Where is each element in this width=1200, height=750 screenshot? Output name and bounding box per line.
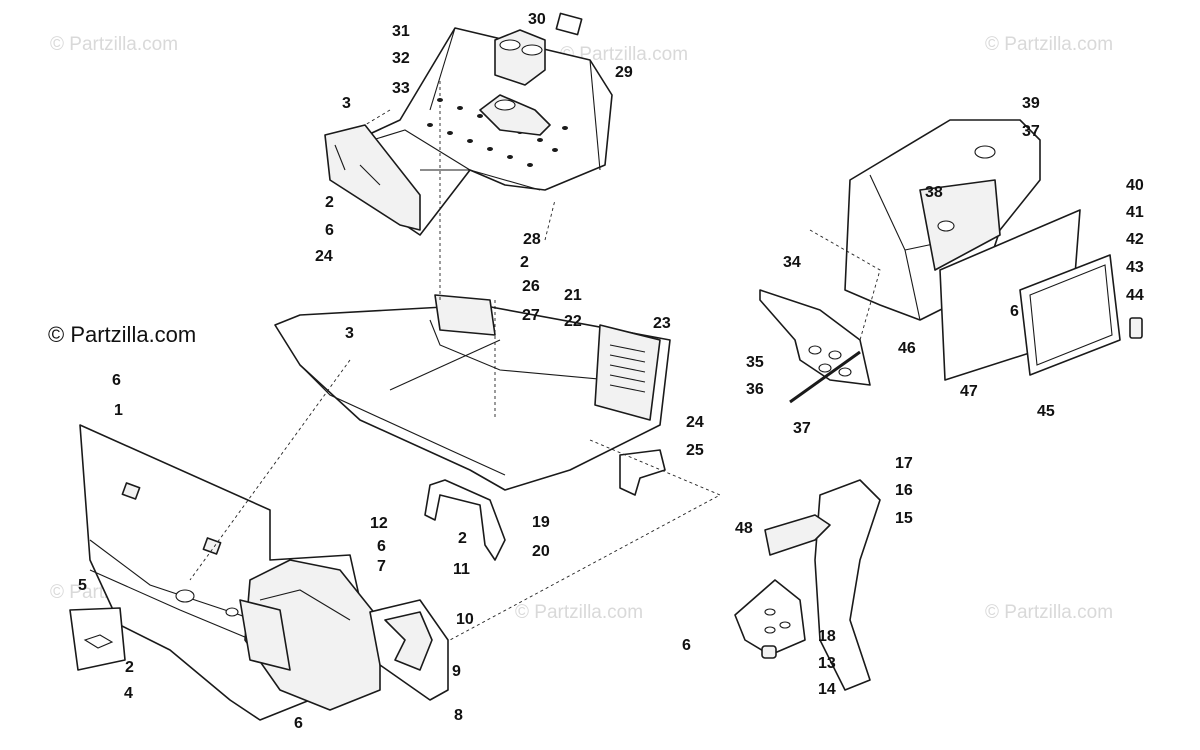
callout-41: 41 (1126, 204, 1144, 221)
callout-18: 18 (818, 628, 836, 645)
callout-7: 7 (377, 558, 386, 575)
plate-4-part (69, 607, 126, 671)
callout-33: 33 (392, 80, 410, 97)
callout-labels: 1 2 2 2 2 3 3 4 5 6 6 6 6 6 6 7 8 9 10 1… (78, 11, 1144, 732)
callout-44: 44 (1126, 287, 1144, 304)
callout-23: 23 (653, 315, 671, 332)
callout-4: 4 (124, 685, 133, 702)
leader-lines (189, 80, 881, 641)
callout-47: 47 (960, 383, 978, 400)
callout-16: 16 (895, 482, 913, 499)
watermark-top-right: © Partzilla.com (985, 34, 1113, 55)
callout-22: 22 (564, 313, 582, 330)
callout-45: 45 (1037, 403, 1055, 420)
callout-39: 39 (1022, 95, 1040, 112)
callout-6: 6 (294, 715, 303, 732)
callout-8: 8 (454, 707, 463, 724)
watermark-bottom-center: © Partzilla.com (515, 602, 643, 623)
callout-15: 15 (895, 510, 913, 527)
callout-30: 30 (528, 11, 546, 28)
callout-46: 46 (898, 340, 916, 357)
callout-12: 12 (370, 515, 388, 532)
callout-3: 3 (342, 95, 351, 112)
callout-35: 35 (746, 354, 764, 371)
callout-6: 6 (682, 637, 691, 654)
callout-9: 9 (452, 663, 461, 680)
bracket-19-part (424, 479, 506, 561)
callout-42: 42 (1126, 231, 1144, 248)
callout-3: 3 (345, 325, 354, 342)
callout-27: 27 (522, 307, 540, 324)
latch-44-part (1129, 317, 1143, 339)
callout-32: 32 (392, 50, 410, 67)
callout-24: 24 (315, 248, 333, 265)
callout-5: 5 (78, 577, 87, 594)
callout-14: 14 (818, 681, 836, 698)
mudflap-part (814, 479, 881, 691)
callout-36: 36 (746, 381, 764, 398)
callout-26: 26 (522, 278, 540, 295)
callout-31: 31 (392, 23, 410, 40)
callout-20: 20 (532, 543, 550, 560)
watermark-main: © Partzilla.com (48, 322, 196, 347)
callout-2: 2 (458, 530, 467, 547)
callout-37: 37 (1022, 123, 1040, 140)
callout-2: 2 (325, 194, 334, 211)
callout-34: 34 (783, 254, 801, 271)
callout-28: 28 (523, 231, 541, 248)
body-panel-part (79, 424, 381, 721)
callout-24: 24 (686, 414, 704, 431)
watermark-top-center: © Partzilla.com (560, 44, 688, 65)
callout-19: 19 (532, 514, 550, 531)
callout-37: 37 (793, 420, 811, 437)
callout-1: 1 (114, 402, 123, 419)
watermark-bottom-right: © Partzilla.com (985, 602, 1113, 623)
callout-13: 13 (818, 655, 836, 672)
storage-tray-part (324, 27, 613, 236)
flap-bracket-48-part (764, 514, 831, 556)
callout-43: 43 (1126, 259, 1144, 276)
callout-48: 48 (735, 520, 753, 537)
cup-holder-part (479, 12, 583, 136)
bracket-25-part (619, 449, 666, 496)
callout-29: 29 (615, 64, 633, 81)
callout-38: 38 (925, 184, 943, 201)
rack-part (759, 289, 871, 404)
storage-box-part (844, 119, 1041, 321)
callout-25: 25 (686, 442, 704, 459)
heat-shield-part (369, 599, 449, 701)
spacer-14-part (761, 645, 777, 659)
callout-6: 6 (112, 372, 121, 389)
callout-6: 6 (1010, 303, 1019, 320)
gasket-part (1019, 254, 1121, 376)
flap-bracket-13-part (734, 579, 806, 656)
callout-10: 10 (456, 611, 474, 628)
floor-pan-part (274, 294, 671, 491)
callout-17: 17 (895, 455, 913, 472)
callout-40: 40 (1126, 177, 1144, 194)
callout-2: 2 (125, 659, 134, 676)
callout-6: 6 (325, 222, 334, 239)
callout-11: 11 (453, 561, 470, 578)
callout-21: 21 (564, 287, 582, 304)
callout-6: 6 (377, 538, 386, 555)
warning-label-lines (609, 344, 646, 393)
watermark-top-left: © Partzilla.com (50, 34, 178, 55)
callout-2: 2 (520, 254, 529, 271)
